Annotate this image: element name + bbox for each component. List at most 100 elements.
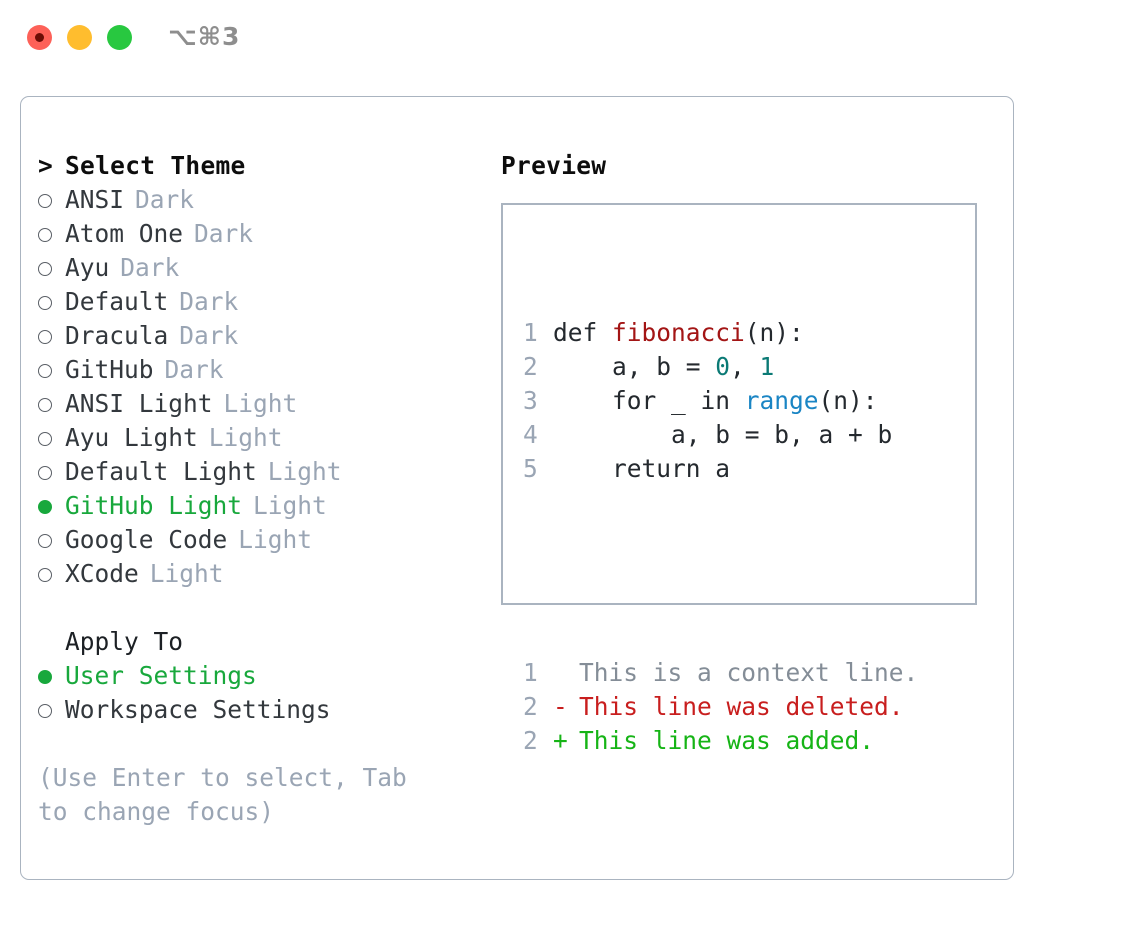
caret-icon: > — [38, 151, 54, 180]
theme-radio-icon — [38, 557, 65, 591]
blank-line — [523, 554, 963, 588]
theme-radio-icon — [38, 285, 65, 319]
theme-variant-badge: Dark — [179, 321, 239, 350]
theme-radio-icon — [38, 217, 65, 251]
maximize-button[interactable] — [107, 25, 132, 50]
code-token: (n): — [744, 318, 804, 347]
theme-list-item[interactable]: Default Light Light — [38, 455, 478, 489]
theme-name-label: Ayu — [65, 253, 110, 282]
theme-radio-icon — [38, 183, 65, 217]
diff-text: This line was deleted. — [579, 692, 904, 721]
theme-list-item[interactable]: Google Code Light — [38, 523, 478, 557]
title-bar: ⌥⌘3 — [0, 0, 1140, 78]
theme-radio-icon — [38, 251, 65, 285]
radio-unselected-icon — [38, 466, 52, 480]
theme-variant-badge: Light — [253, 491, 327, 520]
theme-name-label: GitHub Light — [65, 491, 243, 520]
theme-name-label: GitHub — [65, 355, 154, 384]
theme-list-item[interactable]: Ayu Dark — [38, 251, 478, 285]
apply-to-label: Workspace Settings — [65, 695, 331, 724]
radio-unselected-icon — [38, 364, 52, 378]
theme-list-item[interactable]: GitHub Dark — [38, 353, 478, 387]
radio-unselected-icon — [38, 398, 52, 412]
page-title: Select Theme — [65, 151, 246, 180]
preview-column: Preview — [501, 149, 1001, 183]
code-token: 0 — [715, 352, 731, 381]
radio-unselected-icon — [38, 704, 52, 718]
theme-name-label: Google Code — [65, 525, 228, 554]
code-token: , — [730, 352, 760, 381]
apply-to-label: User Settings — [65, 661, 257, 690]
diff-sign: - — [553, 692, 568, 721]
diff-text: This is a context line. — [579, 658, 919, 687]
line-number: 5 — [523, 454, 538, 483]
code-text: return a — [553, 452, 730, 486]
keyboard-hint-text: (Use Enter to select, Tab to change focu… — [38, 763, 407, 826]
code-token: a, b = b, a + b — [553, 420, 893, 449]
code-token: return a — [553, 454, 731, 483]
theme-name-label: Atom One — [65, 219, 184, 248]
traffic-lights — [27, 25, 132, 50]
code-line: 3 for _ in range(n): — [523, 384, 963, 418]
theme-name-label: XCode — [65, 559, 139, 588]
theme-variant-badge: Light — [149, 559, 224, 588]
diff-line-number: 2 — [523, 692, 538, 721]
theme-list-item[interactable]: GitHub Light Light — [38, 489, 478, 523]
theme-list-item[interactable]: Dracula Dark — [38, 319, 478, 353]
theme-radio-icon — [38, 523, 65, 557]
code-text: for _ in range(n): — [553, 384, 878, 418]
theme-variant-badge: Light — [223, 389, 298, 418]
apply-to-option[interactable]: User Settings — [38, 659, 478, 693]
theme-name-label: Dracula — [65, 321, 169, 350]
minimize-button[interactable] — [67, 25, 92, 50]
code-text: a, b = b, a + b — [553, 418, 892, 452]
theme-variant-badge: Light — [208, 423, 283, 452]
line-number: 3 — [523, 386, 538, 415]
code-token: a, b = — [553, 352, 716, 381]
theme-name-label: Default Light — [65, 457, 257, 486]
theme-variant-badge: Dark — [194, 219, 254, 248]
apply-radio-icon — [38, 693, 65, 727]
theme-radio-icon — [38, 421, 65, 455]
theme-variant-badge: Light — [238, 525, 313, 554]
theme-list-item[interactable]: XCode Light — [38, 557, 478, 591]
line-number: 1 — [523, 318, 538, 347]
diff-line: 2-This line was deleted. — [523, 690, 963, 724]
diff-sign: + — [553, 726, 568, 755]
radio-unselected-icon — [38, 194, 52, 208]
code-token: for _ in — [553, 386, 745, 415]
radio-selected-icon — [38, 500, 52, 514]
radio-unselected-icon — [38, 228, 52, 242]
diff-line-number: 2 — [523, 726, 538, 755]
select-theme-heading: > Select Theme — [38, 149, 478, 183]
code-token: range — [744, 386, 819, 415]
keyboard-shortcut-label: ⌥⌘3 — [168, 22, 241, 51]
theme-variant-badge: Light — [267, 457, 342, 486]
close-button[interactable] — [27, 25, 52, 50]
code-line: 4 a, b = b, a + b — [523, 418, 963, 452]
code-line: 5 return a — [523, 452, 963, 486]
theme-radio-icon — [38, 489, 65, 523]
apply-to-option[interactable]: Workspace Settings — [38, 693, 478, 727]
line-number: 4 — [523, 420, 538, 449]
theme-variant-badge: Dark — [135, 185, 195, 214]
radio-unselected-icon — [38, 296, 52, 310]
theme-list-item[interactable]: Atom One Dark — [38, 217, 478, 251]
radio-unselected-icon — [38, 568, 52, 582]
theme-variant-badge: Dark — [164, 355, 224, 384]
theme-variant-badge: Dark — [120, 253, 180, 282]
radio-unselected-icon — [38, 262, 52, 276]
